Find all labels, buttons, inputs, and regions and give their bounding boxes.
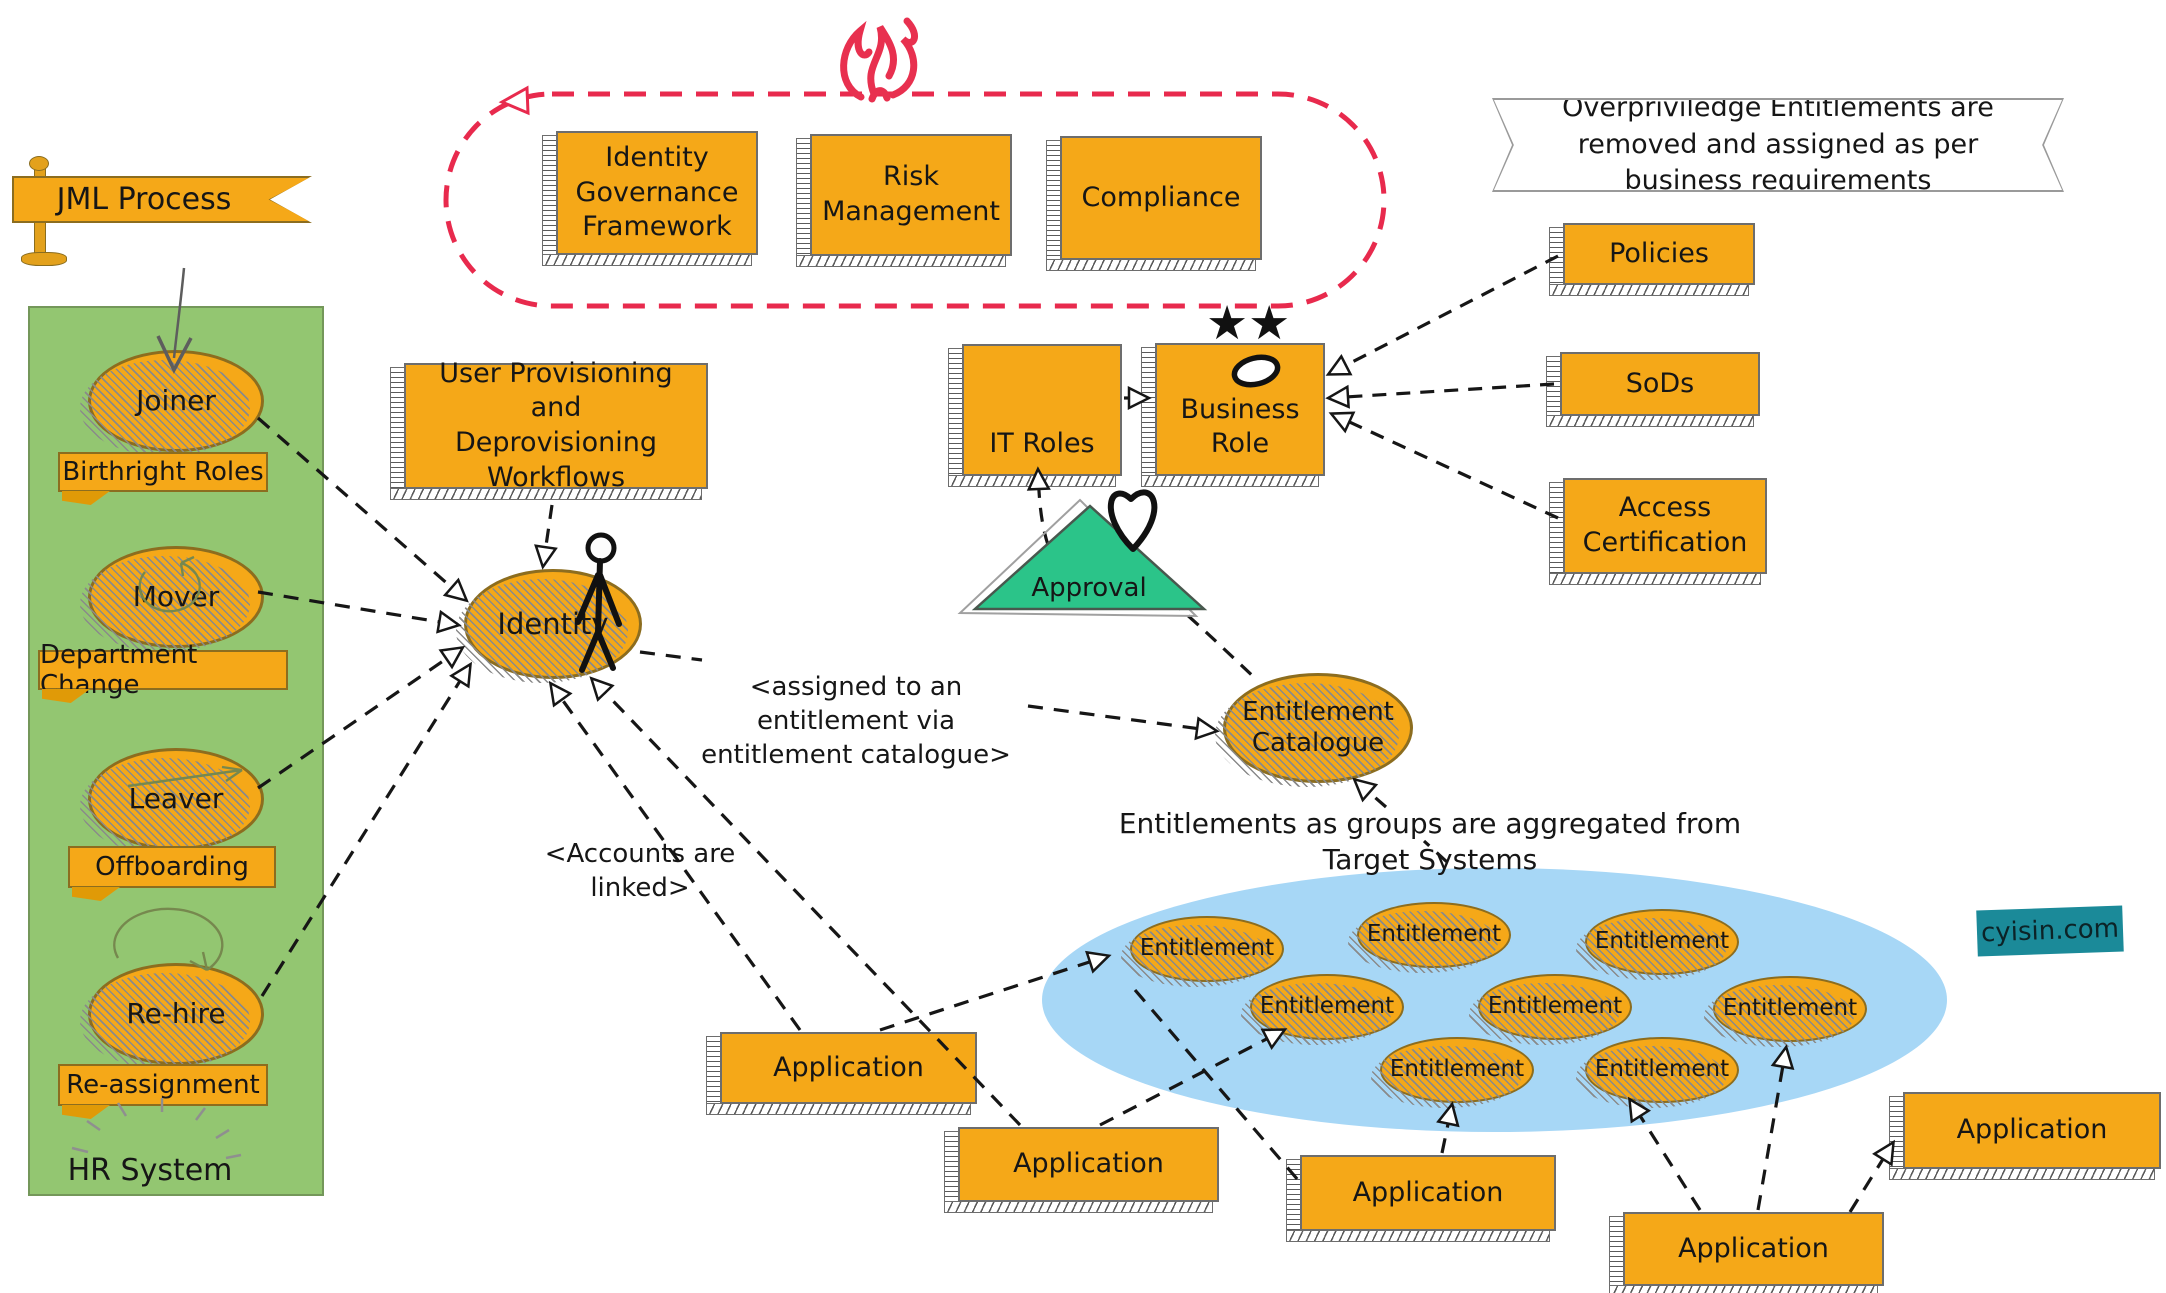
hr-system-caption: HR System: [67, 1153, 233, 1188]
department-change-label: Department Change: [40, 640, 198, 700]
ribbon-birthright-roles: Birthright Roles: [58, 452, 268, 492]
application-label: Application: [773, 1051, 924, 1083]
workflow-label: User Provisioning and Deprovisioning Wor…: [439, 357, 673, 493]
flag-pole-knob: [29, 156, 49, 171]
entitlement-label: Entitlement: [1139, 935, 1275, 962]
node-mover: Mover: [80, 546, 264, 652]
application-label: Application: [1013, 1148, 1164, 1180]
box-identity-governance-framework: Identity Governance Framework: [542, 131, 758, 266]
joiner-label: Joiner: [136, 384, 216, 418]
risk-management-label: Risk Management: [822, 161, 1000, 227]
box-application-1: Application: [706, 1032, 977, 1115]
ribbon-offboarding: Offboarding: [68, 846, 276, 888]
loop-arrow-icon: [498, 85, 530, 116]
box-sods: SoDs: [1546, 352, 1760, 427]
node-entitlement-5: Entitlement: [1469, 974, 1632, 1045]
business-role-label: Business Role: [1180, 393, 1300, 460]
application-label: Application: [1956, 1114, 2108, 1146]
leaver-label: Leaver: [128, 782, 224, 816]
fire-icon: [840, 17, 918, 103]
offboarding-label: Offboarding: [95, 852, 249, 882]
approval-label: Approval: [1031, 573, 1147, 603]
ribbon-department-change: Department Change: [38, 640, 288, 700]
node-entitlement-catalogue: Entitlement Catalogue: [1215, 673, 1413, 787]
watermark-badge: cyisin.com: [1976, 905, 2124, 957]
entitlement-label: Entitlement: [1366, 921, 1502, 948]
node-entitlement-2: Entitlement: [1348, 902, 1511, 973]
box-application-2: Application: [944, 1127, 1219, 1213]
compliance-label: Compliance: [1081, 181, 1241, 213]
rehire-label: Re-hire: [126, 997, 226, 1031]
workflow-to-identity-connector: [534, 504, 558, 570]
entitlement-label: Entitlement: [1722, 995, 1858, 1022]
box-user-provisioning-workflows: User Provisioning and Deprovisioning Wor…: [390, 358, 708, 500]
box-access-certification: Access Certification: [1549, 478, 1767, 585]
star-struck-icon: ★★: [1206, 296, 1291, 351]
sods-label: SoDs: [1625, 367, 1695, 399]
node-leaver: Leaver: [80, 748, 264, 854]
box-compliance: Compliance: [1046, 136, 1262, 271]
igf-label: Identity Governance Framework: [575, 142, 739, 243]
flag-label: JML Process: [56, 182, 232, 217]
node-entitlement-6: Entitlement: [1704, 976, 1867, 1047]
entitlement-label: Entitlement: [1594, 928, 1730, 955]
flag-pole-base: [21, 252, 67, 266]
node-rehire: Re-hire: [80, 963, 264, 1069]
box-application-5: Application: [1889, 1092, 2161, 1180]
node-entitlement-3: Entitlement: [1576, 909, 1739, 980]
node-joiner: Joiner: [80, 350, 264, 456]
requirements-banner: Overpriviledge Entitlements are removed …: [1492, 98, 2064, 192]
box-risk-management: Risk Management: [796, 134, 1012, 267]
node-entitlement-8: Entitlement: [1576, 1037, 1739, 1108]
note-entitlements-aggregated: Entitlements as groups are aggregated fr…: [1118, 807, 1742, 877]
node-entitlement-4: Entitlement: [1241, 974, 1404, 1045]
mover-label: Mover: [132, 580, 220, 614]
requirements-banner-text: Overpriviledge Entitlements are removed …: [1562, 92, 1994, 197]
entitlement-catalogue-label: Entitlement Catalogue: [1242, 696, 1394, 758]
application-label: Application: [1352, 1176, 1504, 1208]
it-roles-label: IT Roles: [989, 428, 1095, 460]
entitlement-label: Entitlement: [1487, 993, 1623, 1020]
box-it-roles: IT Roles: [948, 344, 1122, 487]
box-business-role: Business Role: [1141, 343, 1325, 487]
box-application-3: Application: [1286, 1155, 1556, 1242]
access-certification-label: Access Certification: [1582, 492, 1748, 558]
entitlement-label: Entitlement: [1259, 993, 1395, 1020]
node-entitlement-7: Entitlement: [1371, 1037, 1534, 1108]
box-policies: Policies: [1549, 223, 1755, 296]
policies-label: Policies: [1609, 237, 1709, 269]
ribbon-reassignment: Re-assignment: [58, 1064, 268, 1106]
node-entitlement-1: Entitlement: [1121, 916, 1284, 987]
heart-icon: [1107, 489, 1158, 552]
note-accounts-linked: <Accounts are linked>: [544, 839, 736, 903]
box-application-4: Application: [1609, 1212, 1884, 1293]
jml-flag: JML Process: [12, 176, 312, 223]
reassignment-label: Re-assignment: [66, 1070, 260, 1100]
entitlement-label: Entitlement: [1389, 1056, 1525, 1083]
entitlement-label: Entitlement: [1594, 1056, 1730, 1083]
node-identity: Identity: [456, 569, 642, 683]
identity-label: Identity: [497, 606, 609, 641]
application-label: Application: [1678, 1232, 1829, 1264]
note-assigned-via-catalogue: <assigned to an entitlement via entitlem…: [701, 672, 1011, 770]
birthright-roles-label: Birthright Roles: [62, 457, 264, 487]
